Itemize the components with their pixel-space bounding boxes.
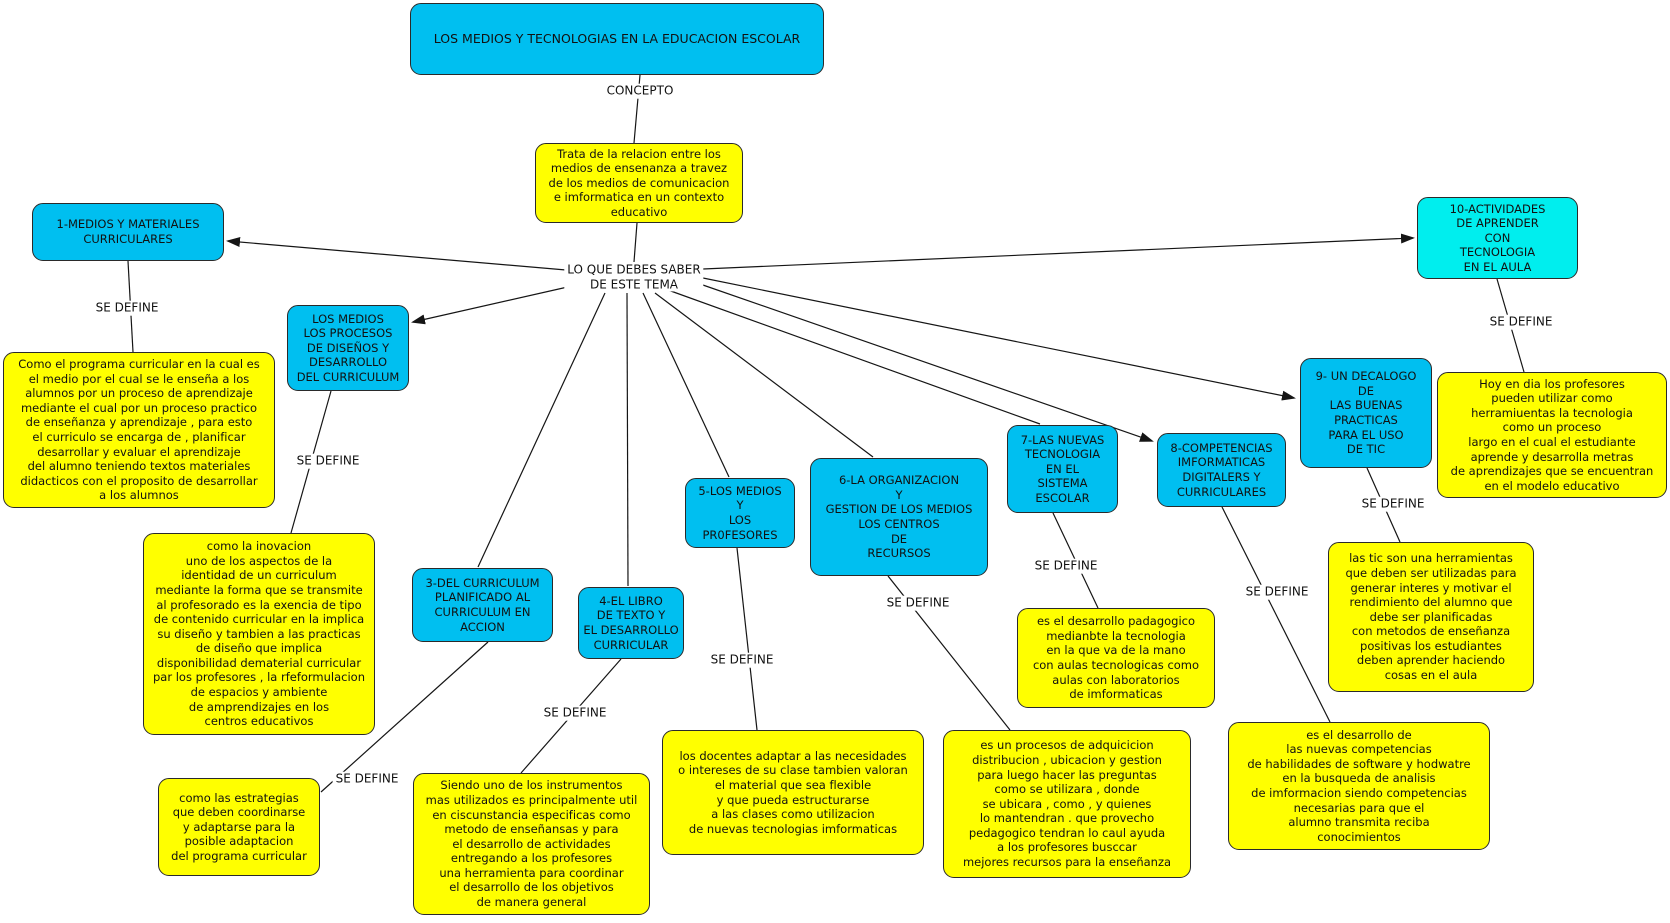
node-topic-10[interactable]: 10-ACTIVIDADES DE APRENDER CON TECNOLOGI… [1417,197,1578,279]
node-topic-1[interactable]: 1-MEDIOS Y MATERIALES CURRICULARES [32,203,224,261]
node-topic-5[interactable]: 5-LOS MEDIOS Y LOS PR0FESORES [685,478,795,548]
node-title[interactable]: LOS MEDIOS Y TECNOLOGIAS EN LA EDUCACION… [410,3,824,75]
node-definition-2[interactable]: como la inovacion uno de los aspectos de… [143,533,375,735]
connector-main-t5 [642,292,730,478]
node-topic-2[interactable]: LOS MEDIOS LOS PROCESOS DE DISEÑOS Y DES… [287,305,409,391]
node-concept-intro[interactable]: Trata de la relacion entre los medios de… [535,143,743,223]
connector-main-t8 [699,283,1154,442]
connector-main-t2 [411,285,573,325]
connector-t3-d3 [320,641,489,793]
connector-main-t10 [702,233,1415,270]
connector-t5-d5 [736,547,758,731]
node-main-question: LO QUE DEBES SABER DE ESTE TEMA [564,262,704,292]
node-topic-8[interactable]: 8-COMPETENCIAS IMFORMATICAS DIGITALERS Y… [1157,433,1286,507]
link-label-se-define-6: SE DEFINE [883,595,953,611]
node-definition-7[interactable]: es el desarrollo padagogico medianbte la… [1017,608,1215,708]
connector-main-t9 [702,277,1296,401]
link-label-se-define-3: SE DEFINE [332,771,402,787]
link-label-se-define-10: SE DEFINE [1486,314,1556,330]
node-definition-9[interactable]: las tic son una herramientas que deben s… [1328,542,1534,692]
node-definition-3[interactable]: como las estrategias que deben coordinar… [158,778,320,876]
link-label-se-define-4: SE DEFINE [540,705,610,721]
node-definition-1[interactable]: Como el programa curricular en la cual e… [3,352,275,508]
node-definition-5[interactable]: los docentes adaptar a las necesidades o… [662,730,924,855]
node-topic-6[interactable]: 6-LA ORGANIZACION Y GESTION DE LOS MEDIO… [810,458,988,576]
link-label-se-define-5: SE DEFINE [707,652,777,668]
connector-main-t1 [226,237,567,271]
connector-main-t7 [667,289,1041,425]
connector-main-t6 [654,292,874,458]
connector-intro-main [633,222,638,263]
node-definition-4[interactable]: Siendo uno de los instrumentos mas utili… [413,773,650,915]
link-label-se-define-9: SE DEFINE [1358,496,1428,512]
link-label-se-define-2: SE DEFINE [293,453,363,469]
connector-main-t4 [626,292,629,587]
link-label-se-define-7: SE DEFINE [1031,558,1101,574]
connector-main-t3 [477,292,606,568]
link-label-se-define-1: SE DEFINE [92,300,162,316]
link-label-concepto: CONCEPTO [603,83,677,99]
connector-t8-d8 [1221,506,1331,723]
node-definition-6[interactable]: es un procesos de adquicicion distribuci… [943,730,1191,878]
node-topic-9[interactable]: 9- UN DECALOGO DE LAS BUENAS PRACTICAS P… [1300,358,1432,468]
node-definition-10[interactable]: Hoy en dia los profesores pueden utiliza… [1437,372,1667,498]
node-topic-7[interactable]: 7-LAS NUEVAS TECNOLOGIA EN EL SISTEMA ES… [1007,425,1118,513]
node-topic-4[interactable]: 4-EL LIBRO DE TEXTO Y EL DESARROLLO CURR… [578,587,684,659]
link-label-se-define-8: SE DEFINE [1242,584,1312,600]
node-definition-8[interactable]: es el desarrollo de las nuevas competenc… [1228,722,1490,850]
node-topic-3[interactable]: 3-DEL CURRICULUM PLANIFICADO AL CURRICUL… [412,568,553,642]
